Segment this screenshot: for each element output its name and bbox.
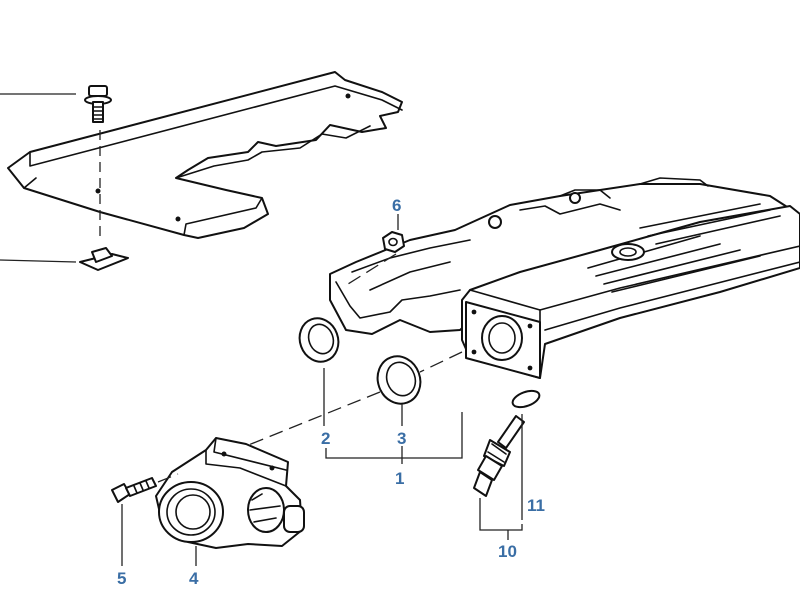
callout-5: 5 <box>117 569 126 588</box>
cover-plate <box>7 71 403 239</box>
clip-nut <box>79 247 129 271</box>
callout-3: 3 <box>397 429 406 448</box>
axis-seal-ring-large <box>419 351 463 373</box>
axis-housing-bolt <box>157 473 179 483</box>
bracket-10 <box>479 498 523 531</box>
throttle-body-housing <box>155 437 305 549</box>
callout-2: 2 <box>321 429 330 448</box>
axis-throttle-body <box>245 391 381 447</box>
callout-1: 1 <box>395 469 404 488</box>
axis-hex-nut <box>347 253 397 285</box>
callout-11: 11 <box>527 496 545 515</box>
cover-bolt <box>84 85 112 123</box>
seal-ring-large <box>376 355 422 405</box>
hex-nut <box>382 231 405 253</box>
leader-clip-nut <box>0 259 77 263</box>
o-ring <box>511 389 541 409</box>
bracket-1 <box>325 412 463 459</box>
temperature-sensor <box>473 415 525 497</box>
intake-manifold <box>329 177 800 379</box>
callout-4: 4 <box>189 569 199 588</box>
seal-ring-small <box>298 317 340 363</box>
callout-10: 10 <box>498 542 517 561</box>
housing-bolt <box>111 477 157 503</box>
callout-6: 6 <box>392 196 401 215</box>
